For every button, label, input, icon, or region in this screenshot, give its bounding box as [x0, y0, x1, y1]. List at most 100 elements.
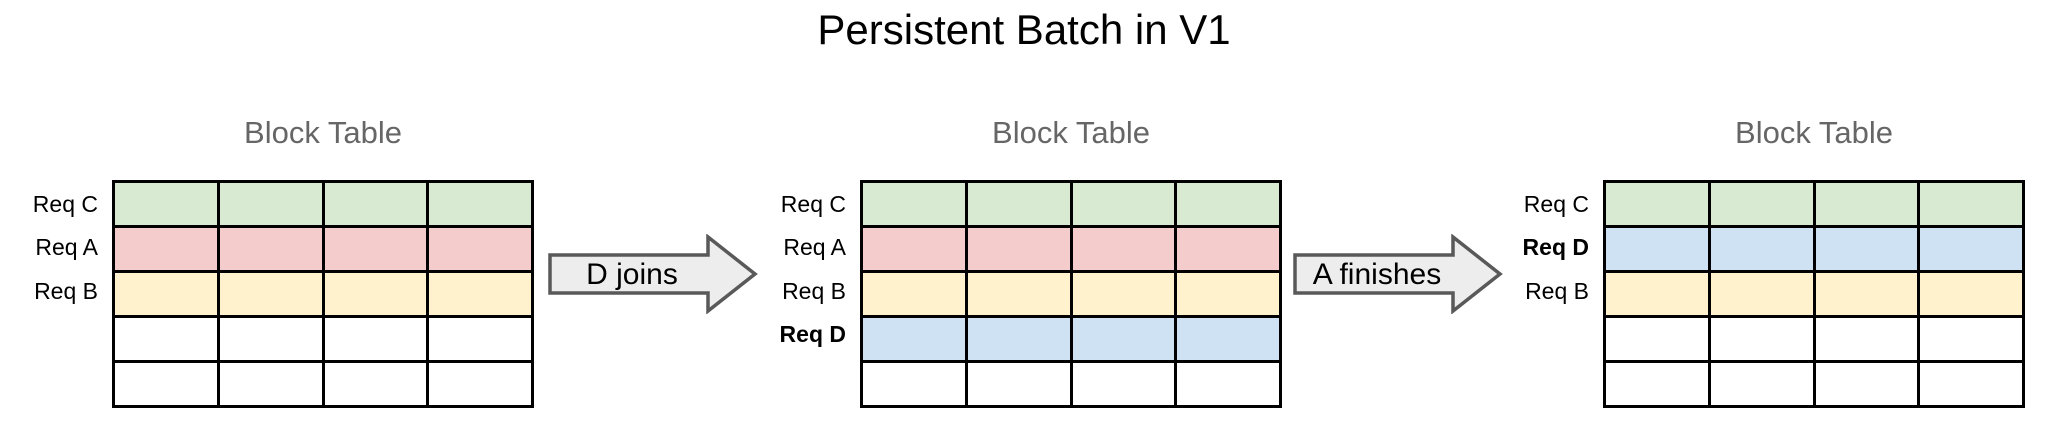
block-cell	[863, 363, 965, 405]
block-cell	[115, 273, 217, 315]
table-row	[115, 270, 531, 315]
arrow-right-shape	[1293, 234, 1503, 314]
block-cell	[1606, 318, 1708, 360]
block-cell	[216, 363, 322, 405]
row-label: Req C	[32, 191, 98, 218]
block-cell	[964, 318, 1070, 360]
row-label: Req A	[783, 234, 846, 261]
block-cell	[1174, 183, 1279, 225]
block-cell	[1069, 363, 1175, 405]
block-table	[1603, 180, 2025, 408]
block-cell	[1707, 183, 1813, 225]
block-cell	[1174, 363, 1279, 405]
block-cell	[426, 183, 531, 225]
arrow-label: D joins	[586, 258, 678, 291]
block-cell	[1069, 273, 1175, 315]
page-title: Persistent Batch in V1	[817, 6, 1231, 53]
table-row	[115, 360, 531, 405]
block-cell	[1606, 363, 1708, 405]
table-row	[863, 360, 1279, 405]
block-cell	[426, 273, 531, 315]
block-cell	[321, 228, 427, 270]
block-cell	[1606, 228, 1708, 270]
row-label-empty	[710, 356, 860, 399]
row-label-empty	[0, 356, 112, 399]
table-row	[863, 183, 1279, 225]
block-cell	[863, 318, 965, 360]
block-cell	[426, 318, 531, 360]
block-cell	[1174, 228, 1279, 270]
block-cell	[115, 363, 217, 405]
block-cell	[216, 318, 322, 360]
block-cell	[426, 228, 531, 270]
block-cell	[1707, 228, 1813, 270]
block-table-title: Block Table	[1735, 115, 1893, 150]
row-label-empty	[0, 313, 112, 356]
block-cell	[1812, 183, 1918, 225]
block-table-title: Block Table	[244, 115, 402, 150]
block-cell	[1174, 318, 1279, 360]
table-row	[115, 225, 531, 270]
block-cell	[1707, 363, 1813, 405]
table-row	[863, 270, 1279, 315]
row-label-empty	[1453, 313, 1603, 356]
block-table-title: Block Table	[992, 115, 1150, 150]
block-cell	[1707, 273, 1813, 315]
block-cell	[1812, 228, 1918, 270]
block-cell	[1069, 318, 1175, 360]
row-labels: Req C Req A Req B	[0, 183, 112, 399]
table-row	[863, 315, 1279, 360]
table-row	[1606, 360, 2022, 405]
block-cell	[1917, 363, 2022, 405]
block-cell	[863, 273, 965, 315]
block-cell	[964, 228, 1070, 270]
block-cell	[321, 318, 427, 360]
block-cell	[1606, 273, 1708, 315]
block-cell	[1069, 183, 1175, 225]
block-cell	[321, 273, 427, 315]
block-table	[860, 180, 1282, 408]
table-row	[1606, 183, 2022, 225]
block-cell	[964, 363, 1070, 405]
block-cell	[115, 228, 217, 270]
row-label: Req A	[35, 234, 98, 261]
block-cell	[216, 273, 322, 315]
block-cell	[426, 363, 531, 405]
table-row	[1606, 315, 2022, 360]
arrow-label: A finishes	[1313, 258, 1441, 291]
block-cell	[321, 363, 427, 405]
block-cell	[1606, 183, 1708, 225]
d-joins-arrow: D joins	[548, 234, 758, 314]
block-cell	[115, 318, 217, 360]
block-cell	[1917, 273, 2022, 315]
row-label: Req D	[779, 320, 846, 347]
block-cell	[1174, 273, 1279, 315]
row-label: Req B	[782, 277, 846, 304]
block-cell	[1812, 273, 1918, 315]
block-cell	[115, 183, 217, 225]
row-label: Req B	[1525, 277, 1589, 304]
table-row	[863, 225, 1279, 270]
block-cell	[964, 183, 1070, 225]
block-cell	[964, 273, 1070, 315]
table-row	[1606, 270, 2022, 315]
table-row	[115, 183, 531, 225]
block-cell	[1069, 228, 1175, 270]
row-label: Req B	[34, 277, 98, 304]
block-cell	[216, 183, 322, 225]
block-cell	[863, 183, 965, 225]
block-cell	[1812, 318, 1918, 360]
block-cell	[1917, 318, 2022, 360]
block-cell	[1917, 228, 2022, 270]
a-finishes-arrow: A finishes	[1293, 234, 1503, 314]
arrow-right-shape	[548, 234, 758, 314]
block-cell	[216, 228, 322, 270]
block-cell	[321, 183, 427, 225]
block-table	[112, 180, 534, 408]
table-row	[115, 315, 531, 360]
row-label: Req C	[1523, 191, 1589, 218]
block-cell	[1917, 183, 2022, 225]
